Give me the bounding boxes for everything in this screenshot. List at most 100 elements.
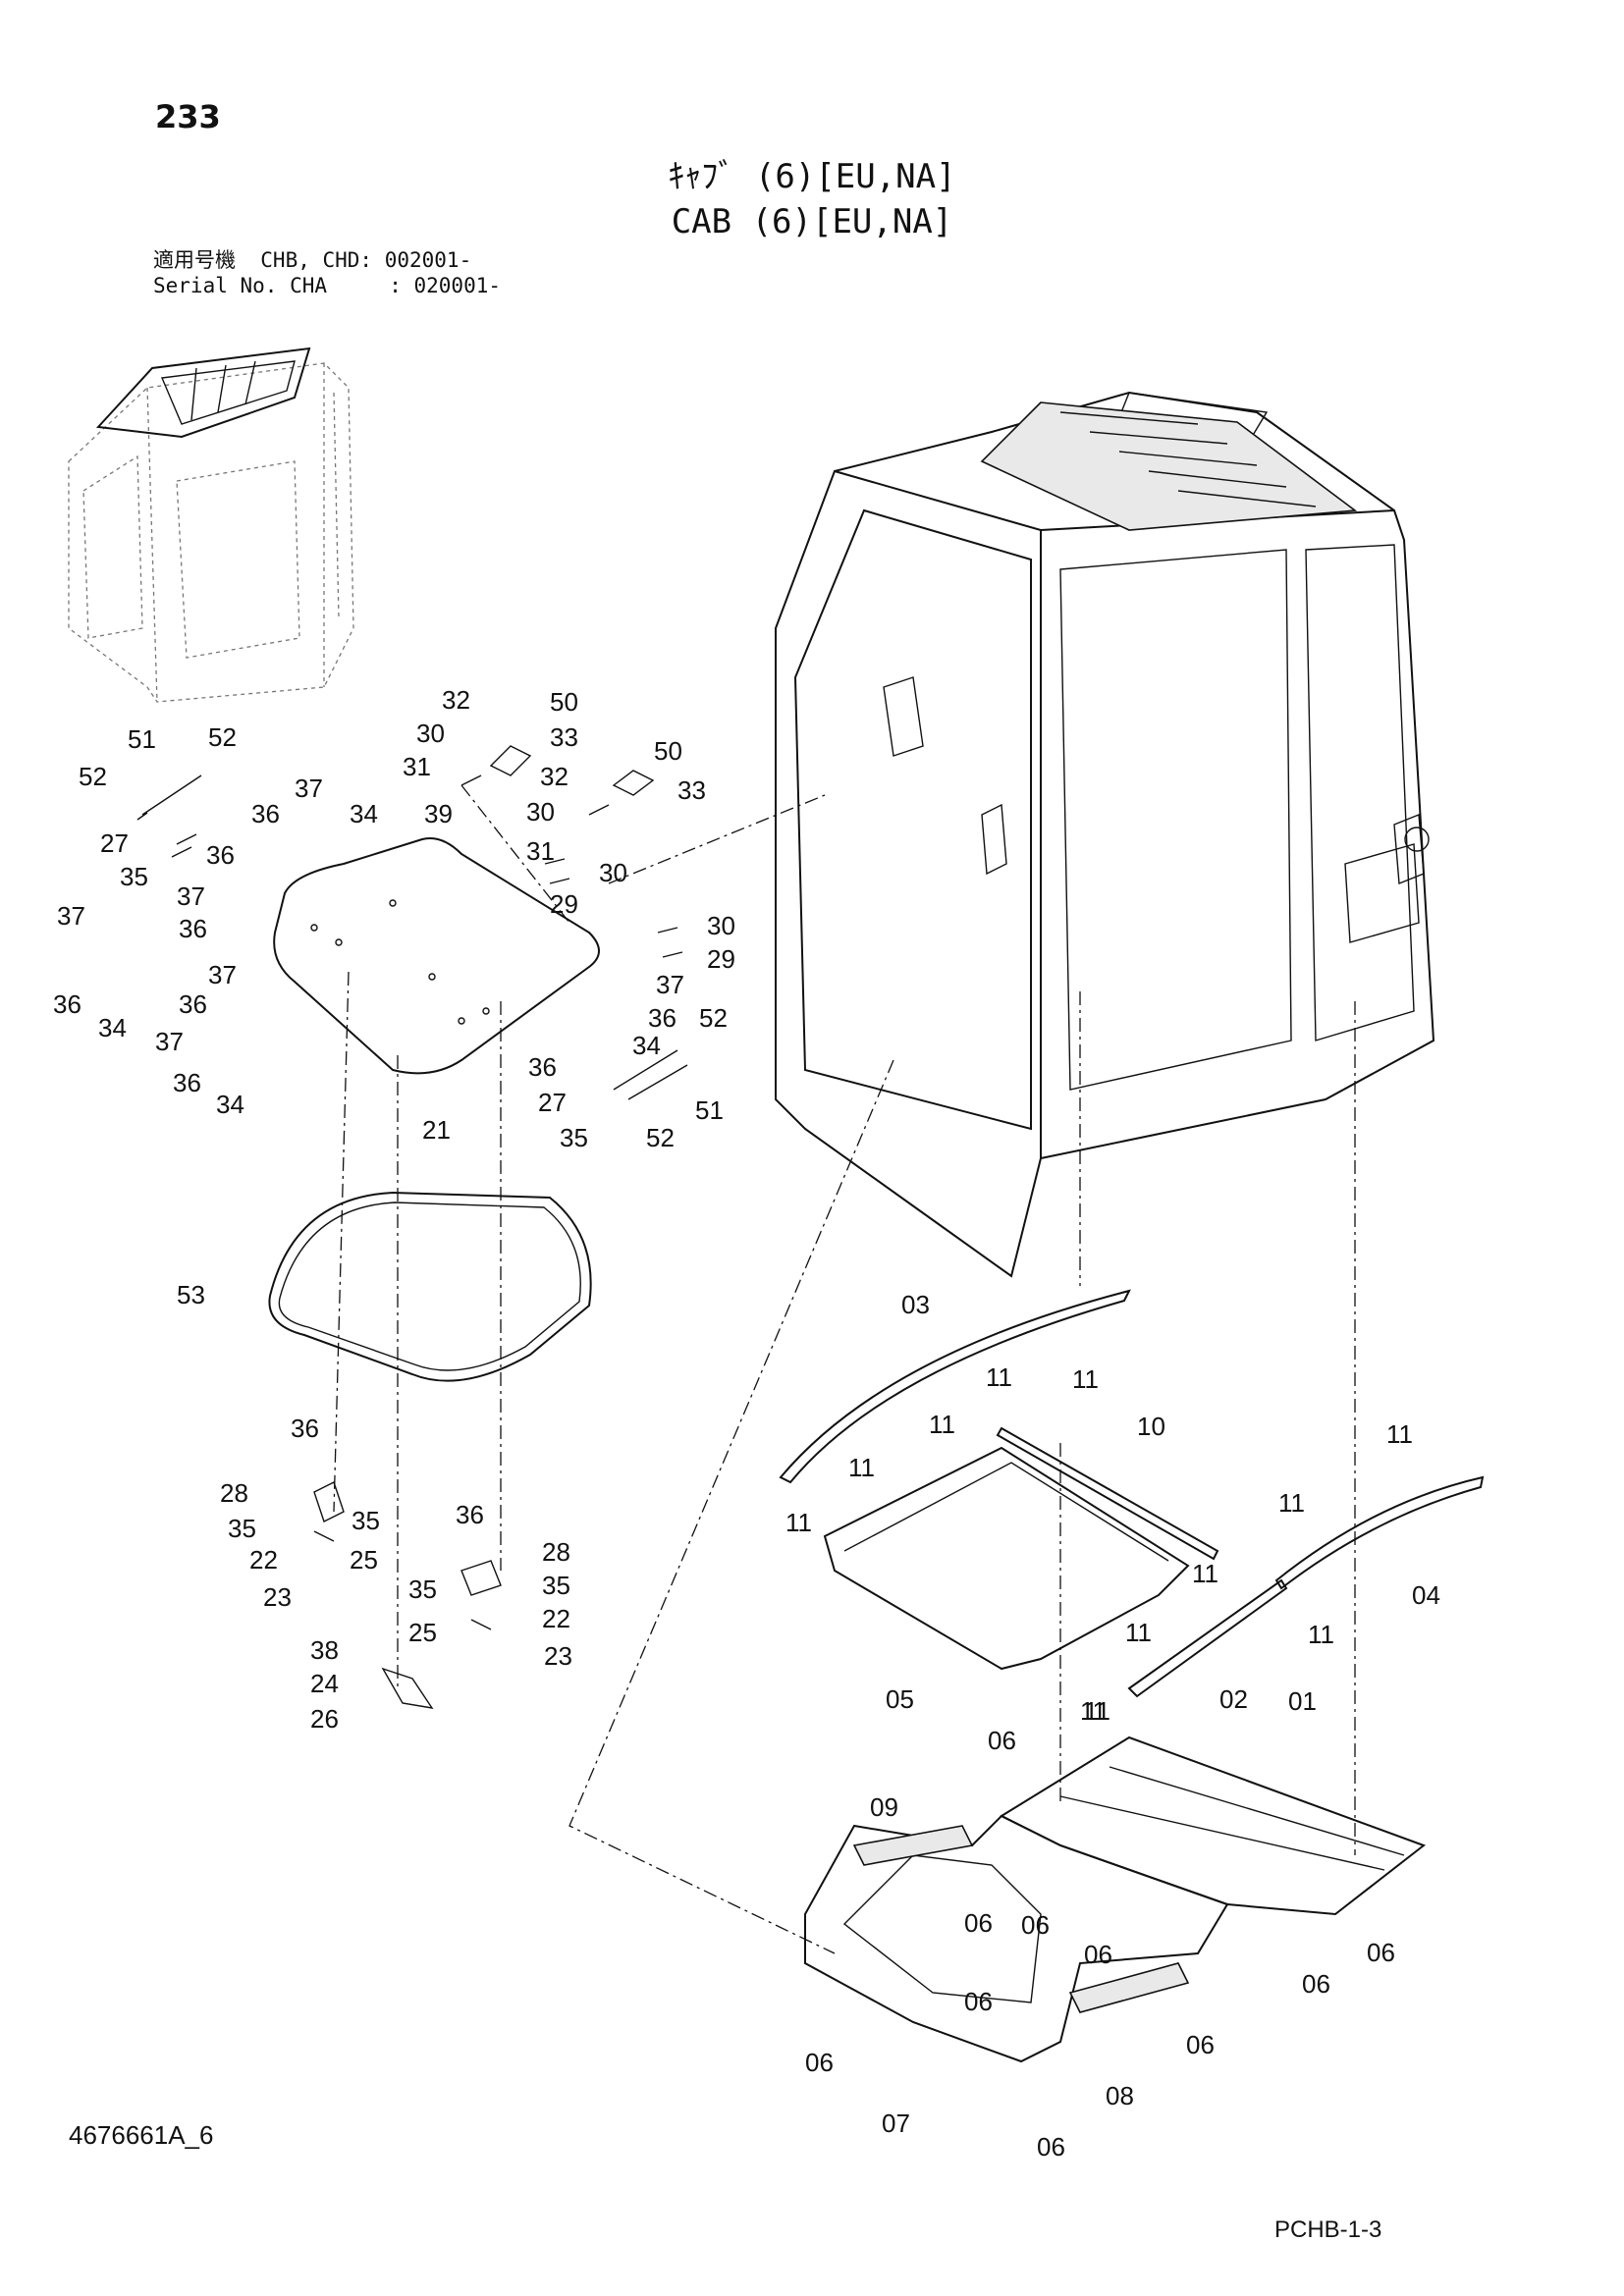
callout-35: 35 <box>228 1514 256 1543</box>
callout-37: 37 <box>295 774 323 803</box>
callout-06: 06 <box>964 1987 993 2016</box>
callout-06: 06 <box>1302 1969 1330 1999</box>
callout-35: 35 <box>542 1571 570 1600</box>
callout-02: 02 <box>1219 1684 1248 1714</box>
callout-52: 52 <box>208 722 237 752</box>
callout-39: 39 <box>424 799 453 828</box>
callout-34: 34 <box>350 799 378 828</box>
reference-lines <box>333 784 1356 1954</box>
callout-06: 06 <box>1021 1910 1050 1940</box>
callout-06: 06 <box>1367 1938 1395 1967</box>
callout-11: 11 <box>1080 1696 1107 1726</box>
callout-26: 26 <box>310 1704 339 1734</box>
callout-30: 30 <box>416 719 445 748</box>
callout-08: 08 <box>1106 2081 1134 2110</box>
callout-27: 27 <box>538 1088 567 1117</box>
callout-30: 30 <box>599 858 627 887</box>
callout-11: 11 <box>986 1362 1012 1392</box>
callout-28: 28 <box>220 1478 248 1508</box>
callout-09: 09 <box>870 1792 898 1822</box>
callout-06: 06 <box>988 1726 1016 1755</box>
callout-36: 36 <box>179 914 207 943</box>
callout-37: 37 <box>177 881 205 911</box>
callout-35: 35 <box>120 862 148 891</box>
page-number: 233 <box>155 98 221 135</box>
document-code: 4676661A_6 <box>69 2120 214 2150</box>
callout-11: 11 <box>1072 1364 1099 1394</box>
callout-06: 06 <box>1037 2132 1065 2162</box>
callout-24: 24 <box>310 1669 339 1698</box>
callout-23: 23 <box>544 1641 572 1671</box>
callout-11: 11 <box>1308 1620 1334 1649</box>
callout-25: 25 <box>408 1618 437 1647</box>
callout-11: 11 <box>1192 1559 1218 1588</box>
callout-31: 31 <box>403 752 431 781</box>
callout-36: 36 <box>53 989 81 1019</box>
callout-53: 53 <box>177 1280 205 1309</box>
callout-51: 51 <box>128 724 156 754</box>
callout-34: 34 <box>98 1013 127 1042</box>
callout-07: 07 <box>882 2109 910 2138</box>
callout-36: 36 <box>648 1003 677 1033</box>
callout-33: 33 <box>550 722 578 752</box>
hinge-parts <box>136 745 688 1709</box>
callout-52: 52 <box>699 1003 728 1033</box>
reference-code: PCHB-1-3 <box>1274 2216 1382 2243</box>
callout-37: 37 <box>155 1027 184 1056</box>
callout-06: 06 <box>964 1908 993 1938</box>
callout-25: 25 <box>350 1545 378 1575</box>
roof-lining-parts <box>804 1735 1427 2063</box>
callout-05: 05 <box>886 1684 914 1714</box>
callout-35: 35 <box>352 1506 380 1535</box>
serial-number-line: Serial No. CHA : 020001- <box>153 274 502 297</box>
callout-11: 11 <box>929 1410 955 1439</box>
callout-06: 06 <box>805 2048 834 2077</box>
callout-29: 29 <box>550 889 578 919</box>
callout-36: 36 <box>456 1500 484 1529</box>
callout-11: 11 <box>1125 1618 1152 1647</box>
callout-23: 23 <box>263 1582 292 1612</box>
roof-glass-21 <box>273 837 600 1075</box>
callout-06: 06 <box>1186 2030 1215 2059</box>
callout-01: 01 <box>1288 1686 1317 1716</box>
title-english: CAB (6)[EU,NA] <box>671 202 953 241</box>
callout-27: 27 <box>100 828 129 858</box>
callout-11: 11 <box>785 1508 812 1537</box>
callout-37: 37 <box>656 970 684 999</box>
callout-50: 50 <box>550 687 578 717</box>
callout-37: 37 <box>208 960 237 989</box>
callout-51: 51 <box>695 1095 724 1125</box>
callout-11: 11 <box>1084 1696 1110 1726</box>
callout-35: 35 <box>560 1123 588 1152</box>
callout-30: 30 <box>707 911 735 940</box>
callout-32: 32 <box>540 762 568 791</box>
seal-53 <box>268 1191 592 1382</box>
callout-22: 22 <box>542 1604 570 1633</box>
serial-applicability-line: 適用号機 CHB, CHD: 002001- <box>153 248 472 272</box>
callout-29: 29 <box>707 944 735 974</box>
callout-52: 52 <box>646 1123 675 1152</box>
callout-28: 28 <box>542 1537 570 1567</box>
callout-06: 06 <box>1084 1940 1112 1969</box>
callout-36: 36 <box>291 1414 319 1443</box>
callout-11: 11 <box>1386 1419 1413 1449</box>
cab-thumbnail <box>68 347 354 703</box>
roof-trim-parts <box>779 1289 1485 1698</box>
callout-37: 37 <box>57 901 85 931</box>
cab-assembly <box>775 391 1435 1278</box>
callout-03: 03 <box>901 1290 930 1319</box>
title-japanese: ｷｬﾌﾞ (6)[EU,NA] <box>668 157 956 196</box>
callout-11: 11 <box>1278 1488 1305 1518</box>
callout-34: 34 <box>632 1031 661 1060</box>
callout-labels: 52 51 52 27 36 35 37 36 34 39 37 37 36 3… <box>53 685 1440 2162</box>
callout-04: 04 <box>1412 1580 1440 1610</box>
callout-30: 30 <box>526 797 555 827</box>
callout-36: 36 <box>173 1068 201 1097</box>
callout-52: 52 <box>79 762 107 791</box>
callout-36: 36 <box>206 840 235 870</box>
callout-22: 22 <box>249 1545 278 1575</box>
callout-38: 38 <box>310 1635 339 1665</box>
callout-33: 33 <box>677 775 706 805</box>
callout-35: 35 <box>408 1575 437 1604</box>
